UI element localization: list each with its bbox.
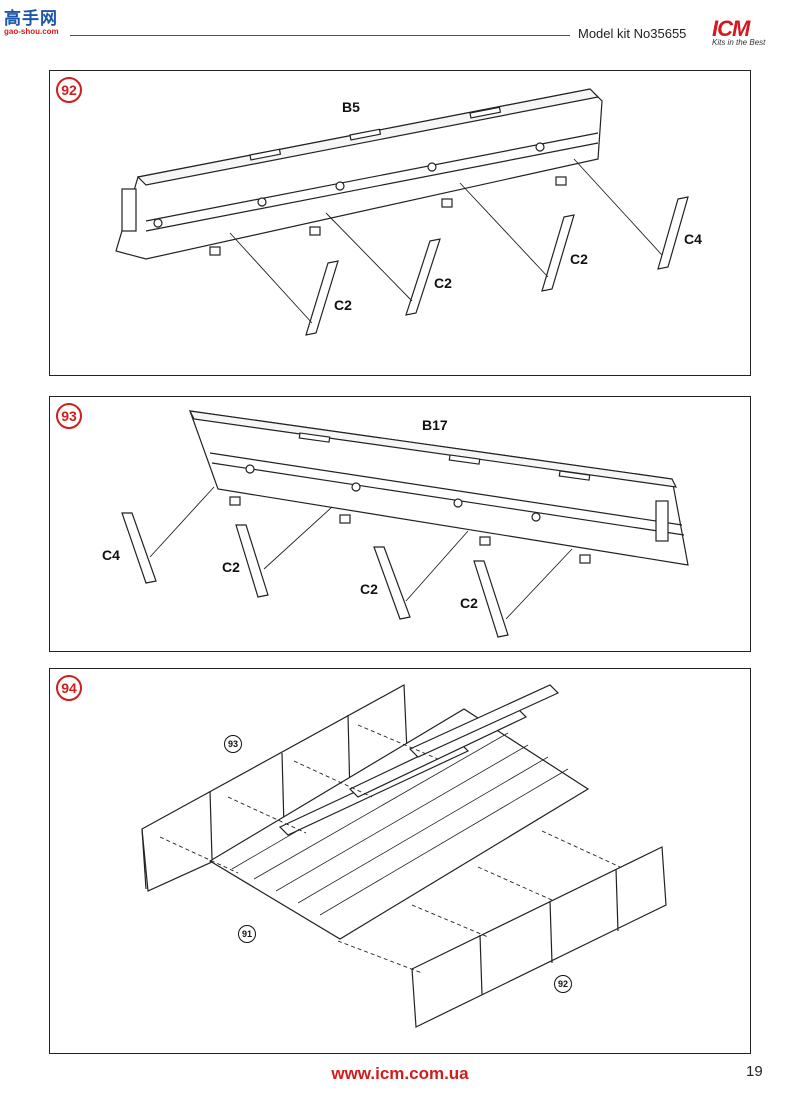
part-label: C2 <box>434 275 452 291</box>
part-label: C2 <box>334 297 352 313</box>
bracket-c2-1 <box>235 524 269 598</box>
part-label: B17 <box>422 417 448 433</box>
footer-website-link[interactable]: www.icm.com.ua <box>331 1064 469 1083</box>
step-number-badge: 92 <box>56 77 82 103</box>
step-92-drawing <box>115 88 689 336</box>
kit-label: Model kit No35655 <box>578 26 687 41</box>
bracket-c2-1 <box>305 260 339 336</box>
step-number-badge: 93 <box>56 403 82 429</box>
brand-slogan: Kits in the Best <box>712 38 766 47</box>
step-92-panel: 92 B5 C2 C2 C2 C4 <box>49 70 751 376</box>
bracket-c2-2 <box>405 238 441 316</box>
bracket-c4-1 <box>121 512 157 584</box>
header-rule <box>70 35 570 36</box>
part-label: C2 <box>570 251 588 267</box>
part-label: C4 <box>102 547 120 563</box>
part-label: B5 <box>342 99 360 115</box>
step-94-panel: 94 93 91 92 <box>49 668 751 1054</box>
page-number: 19 <box>746 1063 763 1080</box>
step-reference: 93 <box>224 735 242 753</box>
part-label: C2 <box>222 559 240 575</box>
part-label: C2 <box>460 595 478 611</box>
bracket-c2-3 <box>541 214 575 292</box>
brand-name: ICM <box>712 16 750 41</box>
step-reference: 91 <box>238 925 256 943</box>
step-93-panel: 93 B17 C4 C2 C2 C2 <box>49 396 751 652</box>
bracket-c2-2 <box>373 546 411 620</box>
step-93-drawing <box>121 410 689 638</box>
bracket-c4-1 <box>657 196 689 270</box>
side-wall-92 <box>411 846 667 1028</box>
step-reference: 92 <box>554 975 572 993</box>
icm-logo: ICM Kits in the Best <box>712 16 792 56</box>
site-logo-text: 高手网 <box>4 9 58 29</box>
step-number-badge: 94 <box>56 675 82 701</box>
site-logo-url: gao-shou.com <box>4 27 59 36</box>
part-label: C2 <box>360 581 378 597</box>
bed-floor-91 <box>208 708 590 940</box>
bracket-c2-3 <box>473 560 509 638</box>
part-label: C4 <box>684 231 702 247</box>
site-watermark-logo: 高手网 gao-shou.com <box>4 4 74 36</box>
step-94-drawing <box>141 684 667 1028</box>
